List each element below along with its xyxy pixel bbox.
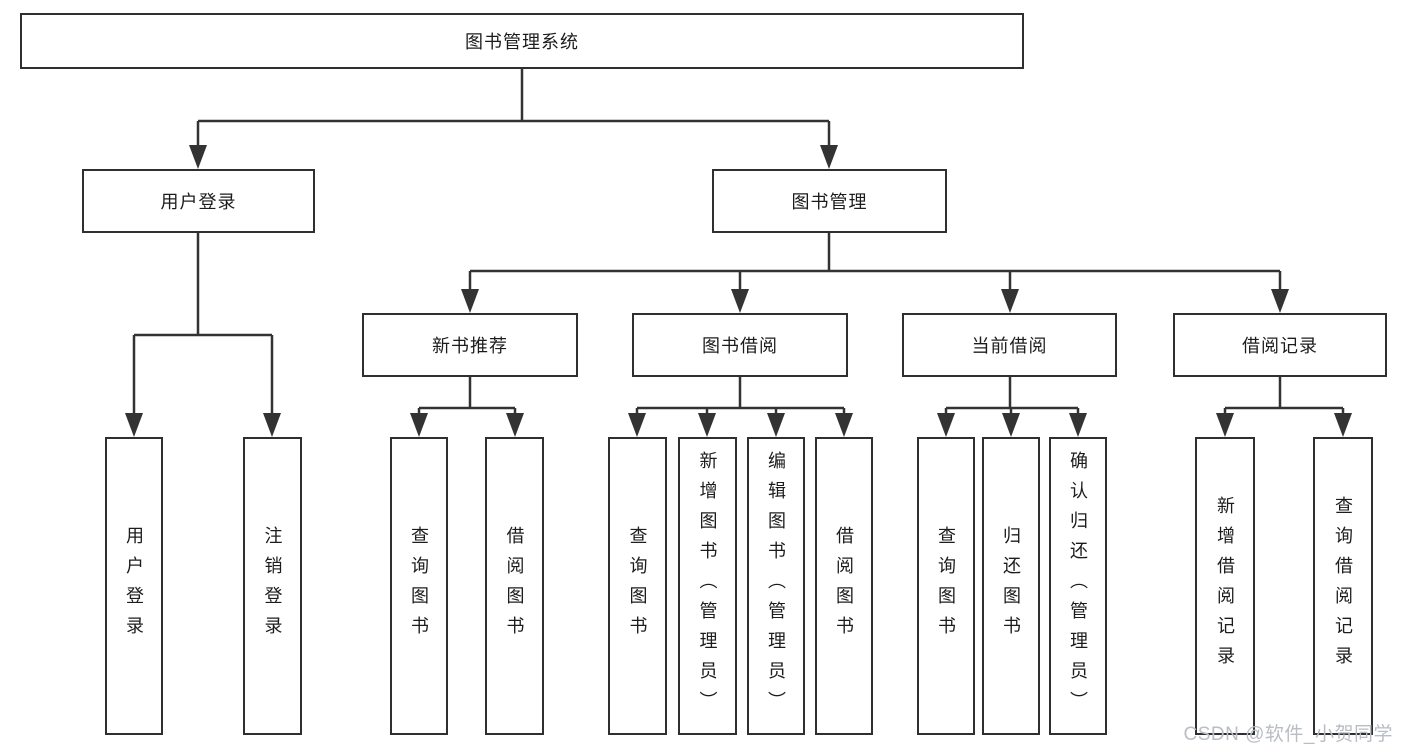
node-book-borrowing: 图书借阅 xyxy=(632,313,848,377)
leaf-add-book-admin-label: 新增图书（管理员） xyxy=(697,451,718,721)
leaf-query-books-borrow-label: 查询图书 xyxy=(627,526,648,646)
node-book-management: 图书管理 xyxy=(712,169,947,233)
leaf-borrow-books-rec: 借阅图书 xyxy=(485,437,544,735)
node-root: 图书管理系统 xyxy=(20,13,1024,69)
node-borrowing-records: 借阅记录 xyxy=(1173,313,1387,377)
arrowhead-icons xyxy=(125,145,1352,437)
csdn-watermark: CSDN @软件_小贺同学 xyxy=(1183,724,1393,745)
branch-lines xyxy=(132,69,1345,418)
node-book-borrowing-label: 图书借阅 xyxy=(702,336,778,356)
leaf-confirm-return-admin: 确认归还（管理员） xyxy=(1049,437,1107,735)
leaf-borrow-books-rec-label: 借阅图书 xyxy=(504,526,525,646)
node-user-login-label: 用户登录 xyxy=(160,192,237,212)
leaf-query-books-rec: 查询图书 xyxy=(390,437,448,735)
leaf-edit-book-admin-label: 编辑图书（管理员） xyxy=(766,451,786,721)
node-root-label: 图书管理系统 xyxy=(465,32,579,52)
leaf-return-book: 归还图书 xyxy=(982,437,1040,735)
node-book-management-label: 图书管理 xyxy=(791,192,868,212)
leaf-return-book-label: 归还图书 xyxy=(1001,526,1021,646)
leaf-add-borrow-record-label: 新增借阅记录 xyxy=(1215,496,1235,676)
leaf-query-books-current-label: 查询图书 xyxy=(936,526,956,646)
leaf-user-login: 用户登录 xyxy=(105,437,163,735)
leaf-query-books-borrow: 查询图书 xyxy=(608,437,667,735)
leaf-add-borrow-record: 新增借阅记录 xyxy=(1195,437,1255,735)
node-borrowing-records-label: 借阅记录 xyxy=(1242,336,1318,356)
node-new-book-recommendation-label: 新书推荐 xyxy=(432,336,508,356)
node-current-borrowing-label: 当前借阅 xyxy=(971,336,1048,356)
leaf-logout: 注销登录 xyxy=(243,437,302,735)
leaf-query-books-rec-label: 查询图书 xyxy=(409,526,429,646)
leaf-confirm-return-admin-label: 确认归还（管理员） xyxy=(1068,451,1088,721)
leaf-edit-book-admin: 编辑图书（管理员） xyxy=(747,437,805,735)
leaf-borrow-books-2: 借阅图书 xyxy=(815,437,873,735)
node-current-borrowing: 当前借阅 xyxy=(902,313,1117,377)
leaf-query-borrow-record-label: 查询借阅记录 xyxy=(1333,496,1353,676)
leaf-query-books-current: 查询图书 xyxy=(917,437,975,735)
node-new-book-recommendation: 新书推荐 xyxy=(362,313,578,377)
leaf-borrow-books-2-label: 借阅图书 xyxy=(834,526,854,646)
leaf-user-login-label: 用户登录 xyxy=(124,526,144,646)
leaf-query-borrow-record: 查询借阅记录 xyxy=(1313,437,1373,735)
leaf-logout-label: 注销登录 xyxy=(262,526,283,646)
node-user-login: 用户登录 xyxy=(82,169,315,233)
leaf-add-book-admin: 新增图书（管理员） xyxy=(678,437,737,735)
